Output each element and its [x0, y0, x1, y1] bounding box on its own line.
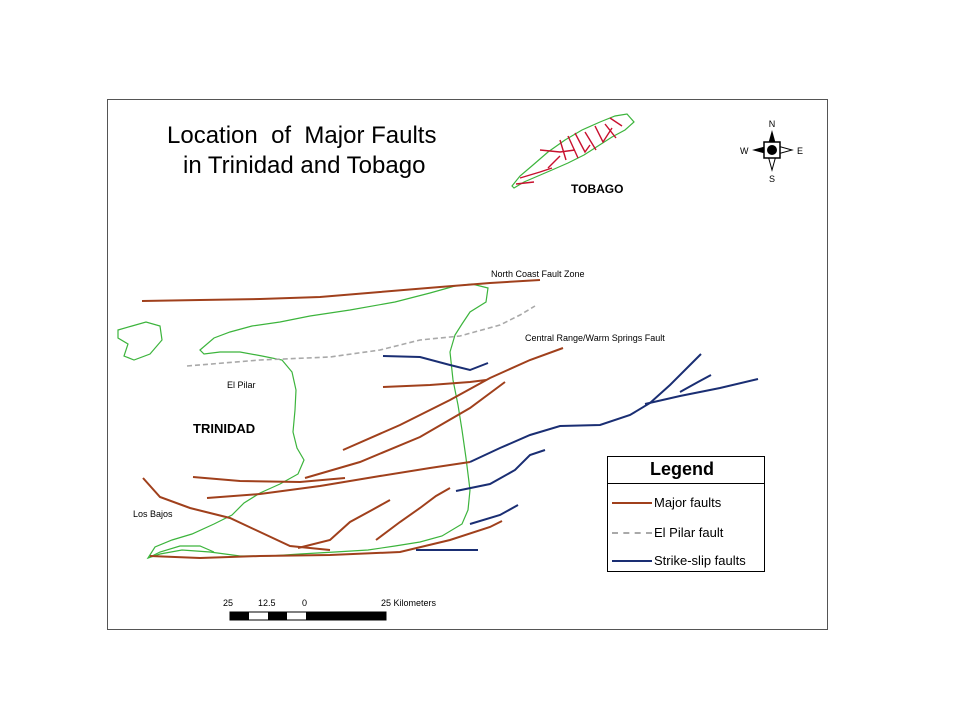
legend-item-major-faults: Major faults	[612, 495, 766, 511]
scale-bar-segment	[268, 612, 287, 620]
compass-e-label: E	[797, 146, 803, 156]
legend-item-el-pilar-fault: El Pilar fault	[612, 525, 766, 541]
legend-item-label: El Pilar fault	[654, 525, 724, 540]
scale-tick-label: 25 Kilometers	[381, 598, 437, 608]
el-pilar-fault-swatch	[612, 532, 652, 534]
compass-s-label: S	[769, 174, 775, 184]
scale-tick-label: 25	[223, 598, 234, 608]
compass-n-label: N	[769, 119, 776, 129]
tobago-label: TOBAGO	[571, 182, 623, 196]
el-pilar-fault	[186, 305, 536, 367]
northwest-peninsula	[117, 321, 163, 361]
strike-slip-faults	[382, 353, 759, 551]
legend-item-label: Major faults	[654, 495, 722, 510]
compass-w-label: W	[740, 146, 749, 156]
legend-item-strike-slip-faults: Strike-slip faults	[612, 553, 766, 569]
tobago-island	[511, 113, 635, 189]
southwest-peninsula	[147, 545, 215, 559]
compass-center-dot	[767, 145, 777, 155]
compass-rose: N S E W	[740, 119, 803, 184]
legend-item-label: Strike-slip faults	[654, 553, 746, 568]
north-coast-fault	[141, 279, 541, 302]
scale-tick-label: 12.5	[258, 598, 276, 608]
major-fault-swatch	[612, 502, 652, 504]
trinidad-label: TRINIDAD	[193, 421, 255, 436]
scale-bar-segment	[306, 612, 386, 620]
scale-bar-segment	[230, 612, 249, 620]
major-faults	[142, 347, 564, 560]
legend-title: Legend	[650, 459, 715, 479]
map-title-line-1: Location of Major Faults	[167, 122, 437, 149]
central-range-fault-label: Central Range/Warm Springs Fault	[525, 333, 665, 343]
strike-slip-fault-swatch	[612, 560, 652, 562]
scale-tick-label: 0	[302, 598, 308, 608]
scale-bar	[229, 611, 387, 621]
tobago-coastline	[511, 113, 635, 189]
north-coast-fault-label: North Coast Fault Zone	[491, 269, 585, 279]
map-title-line-2: in Trinidad and Tobago	[183, 152, 426, 179]
los-bajos-label: Los Bajos	[133, 509, 173, 519]
map-title: Location of Major Faults in Trinidad and…	[167, 121, 467, 181]
legend: Legend Major faults El Pilar fault Strik…	[607, 456, 765, 572]
tobago-faults	[515, 117, 623, 185]
legend-divider	[608, 483, 764, 484]
el-pilar-label: El Pilar	[227, 380, 256, 390]
